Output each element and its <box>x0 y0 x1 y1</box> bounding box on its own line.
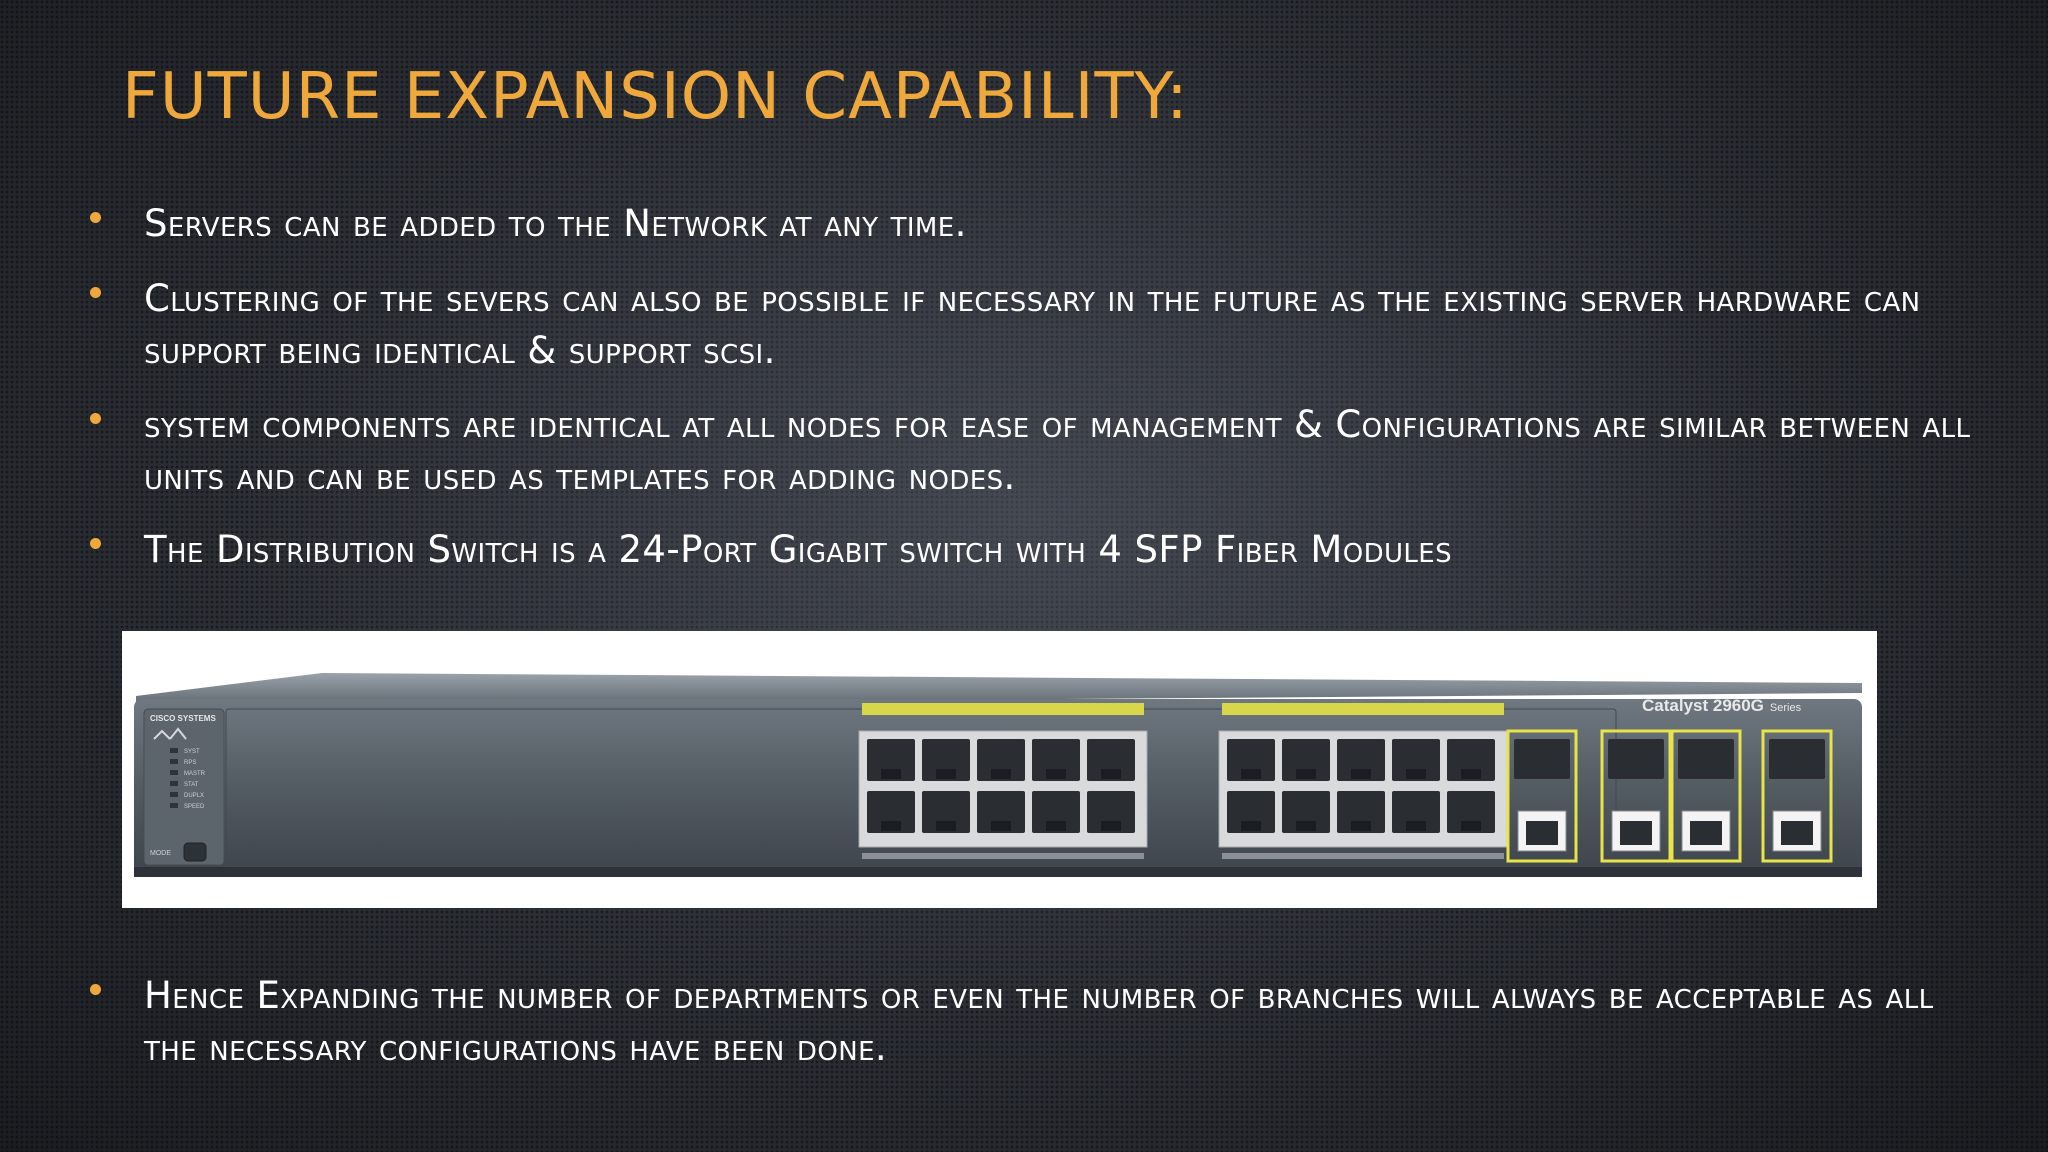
led-label: RPS <box>184 760 196 766</box>
switch-bottom-edge <box>134 867 1862 877</box>
ethernet-port-icon <box>1392 791 1440 833</box>
port-latch <box>881 821 901 831</box>
port-latch <box>1406 821 1426 831</box>
port-latch <box>1101 821 1121 831</box>
sfp-module-frame <box>1761 729 1833 863</box>
slide-title: FUTURE EXPANSION CAPABILITY: <box>122 60 1189 134</box>
switch-illustration: CISCO SYSTEMS SYST RPS MASTR STAT DUPLX … <box>134 673 1862 877</box>
ethernet-port-icon <box>1032 791 1080 833</box>
port-latch <box>1101 769 1121 779</box>
led-label: DUPLX <box>184 793 204 799</box>
ethernet-port-icon <box>1032 739 1080 781</box>
port-latch <box>1351 769 1371 779</box>
led-label: STAT <box>184 782 199 788</box>
port-latch <box>991 769 1011 779</box>
sfp-slot-icon <box>1514 739 1570 779</box>
uplink-port-socket <box>1526 821 1558 845</box>
ethernet-port-icon <box>977 739 1025 781</box>
port-latch <box>1296 769 1316 779</box>
sfp-module-frame <box>1670 729 1742 863</box>
cisco-logo-icon <box>153 727 187 740</box>
uplink-port-socket <box>1690 821 1722 845</box>
ethernet-port-icon <box>1447 739 1495 781</box>
ethernet-port-icon <box>1282 791 1330 833</box>
mode-button <box>183 842 207 862</box>
bullet-dot-icon <box>90 212 101 223</box>
bullet-text: Servers can be added to the Network at a… <box>144 202 967 245</box>
ethernet-port-icon <box>1227 739 1275 781</box>
ethernet-port-icon <box>867 739 915 781</box>
sfp-slot-icon <box>1769 739 1825 779</box>
brand-label: CISCO SYSTEMS <box>150 714 216 723</box>
bullet-dot-icon <box>90 413 101 424</box>
sfp-module-frame <box>1506 729 1578 863</box>
port-latch <box>1461 821 1481 831</box>
led-label: MASTR <box>184 771 206 777</box>
sfp-slot-icon <box>1678 739 1734 779</box>
port-number-strip <box>862 703 1144 715</box>
bullet-dot-icon <box>90 538 101 549</box>
bullet-text: Hence Expanding the number of department… <box>144 974 1934 1069</box>
sfp-module-frame <box>1600 729 1672 863</box>
port-latch <box>1241 821 1261 831</box>
port-latch <box>1461 769 1481 779</box>
port-latch <box>991 821 1011 831</box>
ethernet-port-icon <box>1337 739 1385 781</box>
ethernet-port-icon <box>1227 791 1275 833</box>
port-latch <box>1241 769 1261 779</box>
ethernet-port-icon <box>922 739 970 781</box>
sfp-slot-icon <box>1608 739 1664 779</box>
port-latch <box>936 769 956 779</box>
mode-label: MODE <box>150 850 171 857</box>
ethernet-port-icon <box>1337 791 1385 833</box>
ethernet-port-icon <box>1087 739 1135 781</box>
bullet-text: Clustering of the severs can also be pos… <box>144 277 1921 372</box>
port-latch <box>936 821 956 831</box>
led-label: SPEED <box>184 804 205 810</box>
port-latch <box>1046 821 1066 831</box>
ethernet-port-icon <box>1447 791 1495 833</box>
led-labels: SYST RPS MASTR STAT DUPLX SPEED <box>184 749 206 810</box>
bullet-dot-icon <box>90 984 101 995</box>
port-latch <box>1046 769 1066 779</box>
port-latch <box>1406 769 1426 779</box>
status-panel <box>143 708 225 866</box>
bullet-text: system components are identical at all n… <box>144 403 1971 498</box>
uplink-port-socket <box>1781 821 1813 845</box>
ethernet-port-icon <box>977 791 1025 833</box>
ethernet-port-icon <box>867 791 915 833</box>
bullet-dot-icon <box>90 287 101 298</box>
uplink-port-socket <box>1620 821 1652 845</box>
status-leds <box>170 748 178 808</box>
ethernet-port-icon <box>1087 791 1135 833</box>
port-label-strip <box>862 853 1144 859</box>
ethernet-port-icon <box>1392 739 1440 781</box>
port-array <box>858 703 1833 863</box>
switch-photo: CISCO SYSTEMS SYST RPS MASTR STAT DUPLX … <box>122 631 1877 908</box>
bullet-text: The Distribution Switch is a 24-Port Gig… <box>144 528 1453 571</box>
port-latch <box>881 769 901 779</box>
port-number-strip <box>1222 703 1504 715</box>
led-label: SYST <box>184 749 200 755</box>
switch-top-edge <box>136 673 1862 706</box>
ethernet-port-icon <box>922 791 970 833</box>
ethernet-port-icon <box>1282 739 1330 781</box>
port-label-strip <box>1222 853 1504 859</box>
port-latch <box>1296 821 1316 831</box>
port-latch <box>1351 821 1371 831</box>
